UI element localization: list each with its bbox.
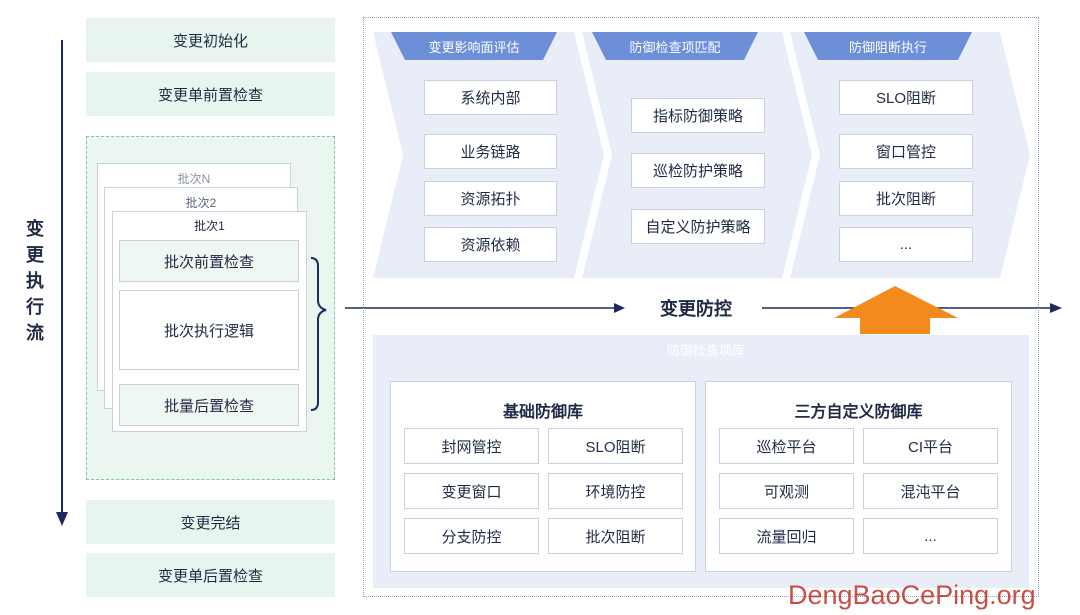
stage-1-item: 业务链路	[424, 134, 557, 169]
center-label-wrap: 变更防控	[630, 294, 762, 322]
batch-brace	[310, 257, 327, 411]
custom-library-title: 三方自定义防御库	[794, 404, 923, 421]
stage-2-item: 自定义防护策略	[631, 209, 765, 244]
watermark: DengBaoCePing.org	[788, 580, 1036, 610]
base-library-item: 变更窗口	[404, 473, 539, 509]
step-change-init: 变更初始化	[86, 18, 335, 62]
stage-1-header-bg	[391, 32, 557, 60]
library-header: 防御检查项库	[666, 342, 745, 358]
step-change-complete: 变更完结	[86, 500, 335, 544]
stage-3-item: 批次阻断	[839, 181, 973, 216]
custom-library-item: 巡检平台	[719, 428, 854, 464]
base-library-item: 环境防控	[548, 473, 683, 509]
base-library-item: SLO阻断	[548, 428, 683, 464]
center-label: 变更防控	[650, 295, 742, 321]
batch-pre-check: 批次前置检查	[119, 240, 299, 282]
step-change-pre-check: 变更单前置检查	[86, 72, 335, 116]
custom-library-item: 混沌平台	[863, 473, 998, 509]
custom-library-item: CI平台	[863, 428, 998, 464]
stage-1-item: 资源依赖	[424, 227, 557, 262]
stage-3-header: 防御阻断执行	[848, 39, 927, 55]
stage-3-item: ...	[839, 227, 973, 262]
right-frame	[363, 17, 1039, 597]
flow-label: 变 更 执 行 流	[26, 219, 44, 343]
stage-3-header-bg	[804, 32, 972, 60]
base-library-title: 基础防御库	[502, 404, 583, 421]
stage-2-header-bg	[592, 32, 758, 60]
main-arrow-left-head	[614, 303, 625, 313]
base-library-item: 封网管控	[404, 428, 539, 464]
flow-arrow-head	[56, 512, 68, 526]
base-library-item: 分支防控	[404, 518, 539, 554]
batch-n-label: 批次N	[177, 172, 211, 186]
step-change-post-check: 变更单后置检查	[86, 553, 335, 597]
stage-1-item: 资源拓扑	[424, 181, 557, 216]
stage-2-item: 巡检防护策略	[631, 153, 765, 188]
batch-exec-logic: 批次执行逻辑	[119, 290, 299, 370]
base-library-item: 批次阻断	[548, 518, 683, 554]
batch-2-label: 批次2	[185, 196, 217, 210]
batch-post-check: 批量后置检查	[119, 384, 299, 426]
stage-1-item: 系统内部	[424, 80, 557, 115]
custom-library-item: 可观测	[719, 473, 854, 509]
stage-2-header: 防御检查项匹配	[629, 39, 721, 55]
stage-3-item: 窗口管控	[839, 134, 973, 169]
up-arrow-orange	[834, 286, 958, 334]
stage-3-item: SLO阻断	[839, 80, 973, 115]
stage-1-header: 变更影响面评估	[428, 39, 520, 55]
main-arrow-right-head	[1050, 303, 1062, 313]
batch-1-label: 批次1	[194, 219, 225, 233]
custom-library-item: ...	[863, 518, 998, 554]
stage-2-item: 指标防御策略	[631, 98, 765, 133]
custom-library-item: 流量回归	[719, 518, 854, 554]
